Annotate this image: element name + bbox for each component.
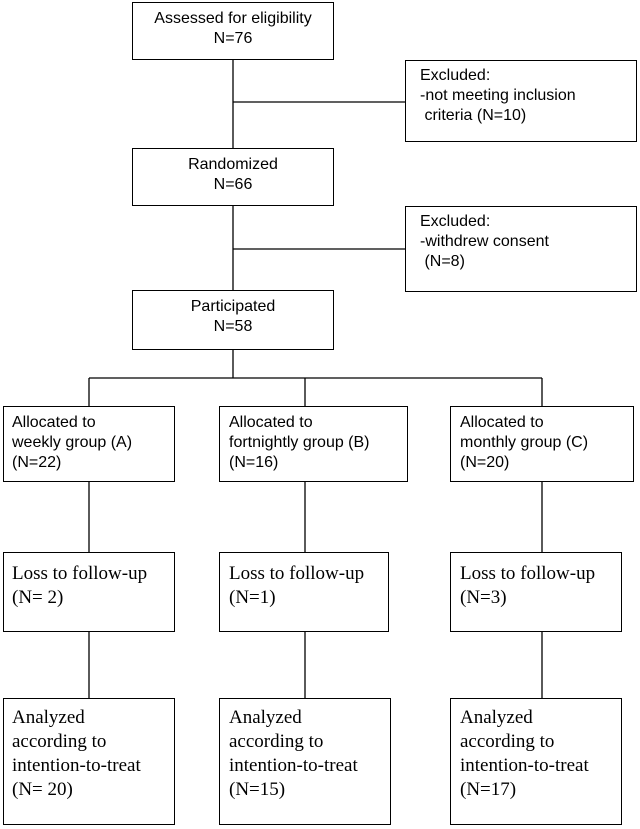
loss-monthly-box: Loss to follow-up (N=3) bbox=[450, 552, 622, 632]
excluded-2-heading: Excluded: bbox=[420, 213, 491, 230]
analyzed-count: (N=15) bbox=[229, 779, 286, 800]
loss-weekly-box: Loss to follow-up (N= 2) bbox=[3, 552, 175, 632]
analyzed-weekly-box: Analyzed according to intention-to-treat… bbox=[3, 698, 175, 825]
assessed-box: Assessed for eligibility N=76 bbox=[132, 2, 334, 60]
excluded-1-box: Excluded: -not meeting inclusion criteri… bbox=[405, 60, 637, 142]
assessed-count: N=76 bbox=[213, 30, 253, 47]
loss-fortnightly-box: Loss to follow-up (N=1) bbox=[219, 552, 389, 632]
analyzed-method: intention-to-treat bbox=[460, 755, 589, 776]
randomized-box: Randomized N=66 bbox=[132, 148, 334, 206]
loss-label: Loss to follow-up bbox=[460, 563, 596, 584]
allocated-monthly-box: Allocated to monthly group (C) (N=20) bbox=[450, 406, 634, 482]
analyzed-count: (N= 20) bbox=[12, 779, 73, 800]
loss-count: (N= 2) bbox=[12, 587, 64, 608]
analyzed-label: Analyzed bbox=[12, 707, 85, 728]
participated-label: Participated bbox=[190, 298, 276, 315]
analyzed-method: intention-to-treat bbox=[12, 755, 141, 776]
randomized-count: N=66 bbox=[213, 176, 253, 193]
loss-label: Loss to follow-up bbox=[229, 563, 365, 584]
allocated-label: Allocated to bbox=[229, 414, 313, 431]
allocated-count: (N=22) bbox=[12, 454, 62, 471]
assessed-label: Assessed for eligibility bbox=[154, 10, 312, 27]
allocated-label: Allocated to bbox=[460, 414, 544, 431]
allocated-group: monthly group (C) bbox=[460, 434, 589, 451]
participated-box: Participated N=58 bbox=[132, 290, 334, 350]
excluded-1-reason: -not meeting inclusion bbox=[420, 87, 576, 104]
analyzed-monthly-box: Analyzed according to intention-to-treat… bbox=[450, 698, 622, 825]
participated-count: N=58 bbox=[213, 318, 253, 335]
analyzed-according: according to bbox=[12, 731, 107, 752]
allocated-weekly-box: Allocated to weekly group (A) (N=22) bbox=[3, 406, 175, 482]
allocated-fortnightly-box: Allocated to fortnightly group (B) (N=16… bbox=[219, 406, 408, 482]
loss-count: (N=3) bbox=[460, 587, 507, 608]
analyzed-fortnightly-box: Analyzed according to intention-to-treat… bbox=[219, 698, 391, 825]
excluded-1-count: criteria (N=10) bbox=[420, 107, 527, 124]
allocated-label: Allocated to bbox=[12, 414, 96, 431]
analyzed-label: Analyzed bbox=[460, 707, 533, 728]
allocated-group: fortnightly group (B) bbox=[229, 434, 370, 451]
excluded-1-heading: Excluded: bbox=[420, 67, 491, 84]
analyzed-method: intention-to-treat bbox=[229, 755, 358, 776]
allocated-group: weekly group (A) bbox=[12, 434, 133, 451]
excluded-2-box: Excluded: -withdrew consent (N=8) bbox=[405, 206, 637, 292]
excluded-2-reason: -withdrew consent bbox=[420, 233, 549, 250]
analyzed-label: Analyzed bbox=[229, 707, 302, 728]
randomized-label: Randomized bbox=[188, 156, 278, 173]
allocated-count: (N=20) bbox=[460, 454, 510, 471]
analyzed-count: (N=17) bbox=[460, 779, 517, 800]
analyzed-according: according to bbox=[460, 731, 555, 752]
analyzed-according: according to bbox=[229, 731, 324, 752]
allocated-count: (N=16) bbox=[229, 454, 279, 471]
loss-count: (N=1) bbox=[229, 587, 276, 608]
loss-label: Loss to follow-up bbox=[12, 563, 148, 584]
excluded-2-count: (N=8) bbox=[420, 253, 465, 270]
